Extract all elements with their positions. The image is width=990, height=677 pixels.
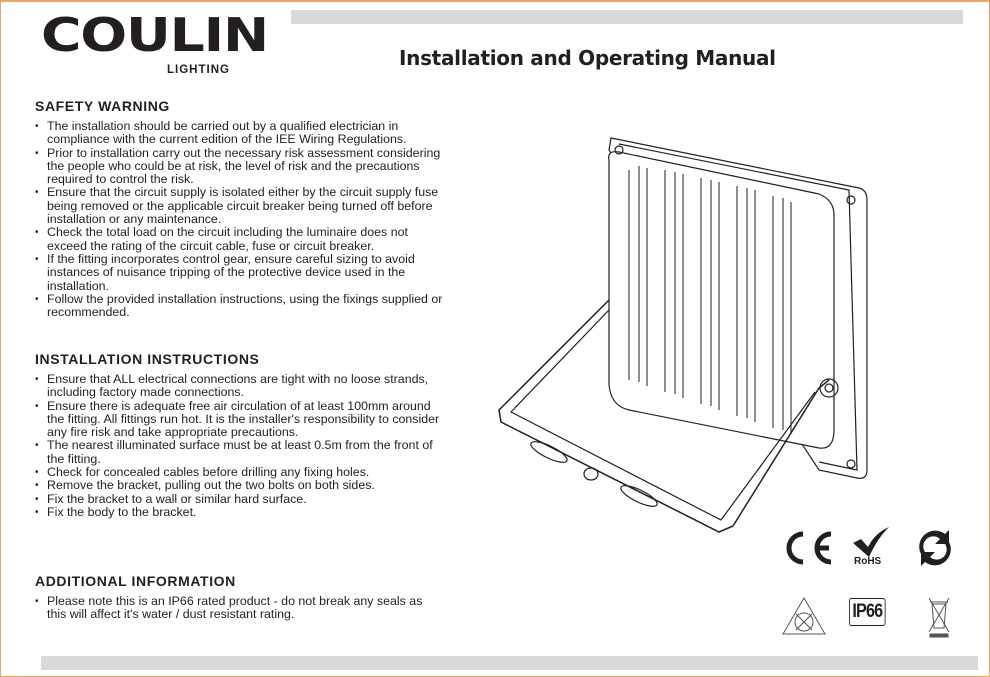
- section-heading: ADDITIONAL INFORMATION: [35, 573, 236, 589]
- list-item: Please note this is an IP66 rated produc…: [35, 594, 445, 622]
- footer-bar: [41, 656, 978, 670]
- list-item: The nearest illuminated surface must be …: [35, 439, 445, 466]
- list-item: Fix the bracket to a wall or similar har…: [35, 492, 445, 506]
- floodlight-illustration: [498, 137, 868, 533]
- certification-marks: CE RoHS IP66: [779, 527, 969, 638]
- list-item: If the fitting incorporates control gear…: [35, 252, 445, 293]
- list-item: Ensure that ALL electrical connections a…: [35, 372, 445, 400]
- list-item: Ensure there is adequate free air circul…: [35, 399, 445, 440]
- list-item: Fix the body to the bracket.: [35, 505, 445, 519]
- list-item: Follow the provided installation instruc…: [35, 292, 445, 320]
- installation-instructions-section: INSTALLATION INSTRUCTIONS Ensure that AL…: [35, 351, 445, 520]
- list-item: Remove the bracket, pulling out the two …: [35, 479, 445, 493]
- additional-information-section: ADDITIONAL INFORMATION Please note this …: [35, 573, 445, 622]
- list-item: Ensure that the circuit supply is isolat…: [35, 186, 445, 226]
- weee-bin-icon: [928, 597, 950, 638]
- list-item: Prior to installation carry out the nece…: [35, 146, 445, 187]
- logo: COULIN LIGHTING: [41, 8, 269, 76]
- list-item: Check the total load on the circuit incl…: [35, 226, 445, 253]
- ip66-badge: IP66: [849, 598, 886, 626]
- list-item: The installation should be carried out b…: [35, 119, 445, 147]
- recycle-icon: [919, 530, 951, 566]
- page-title: Installation and Operating Manual: [399, 46, 776, 70]
- rohs-checkmark-icon: [853, 527, 889, 557]
- header-bar: [291, 10, 963, 24]
- thermal-warning-icon: [782, 597, 826, 635]
- logo-subtitle: LIGHTING: [167, 64, 230, 76]
- rohs-label: RoHS: [854, 556, 882, 567]
- ce-mark-icon: [786, 531, 832, 565]
- section-heading: INSTALLATION INSTRUCTIONS: [35, 351, 260, 367]
- safety-warning-section: SAFETY WARNING The installation should b…: [35, 98, 445, 319]
- list-item: Check for concealed cables before drilli…: [35, 465, 445, 479]
- section-heading: SAFETY WARNING: [35, 98, 170, 114]
